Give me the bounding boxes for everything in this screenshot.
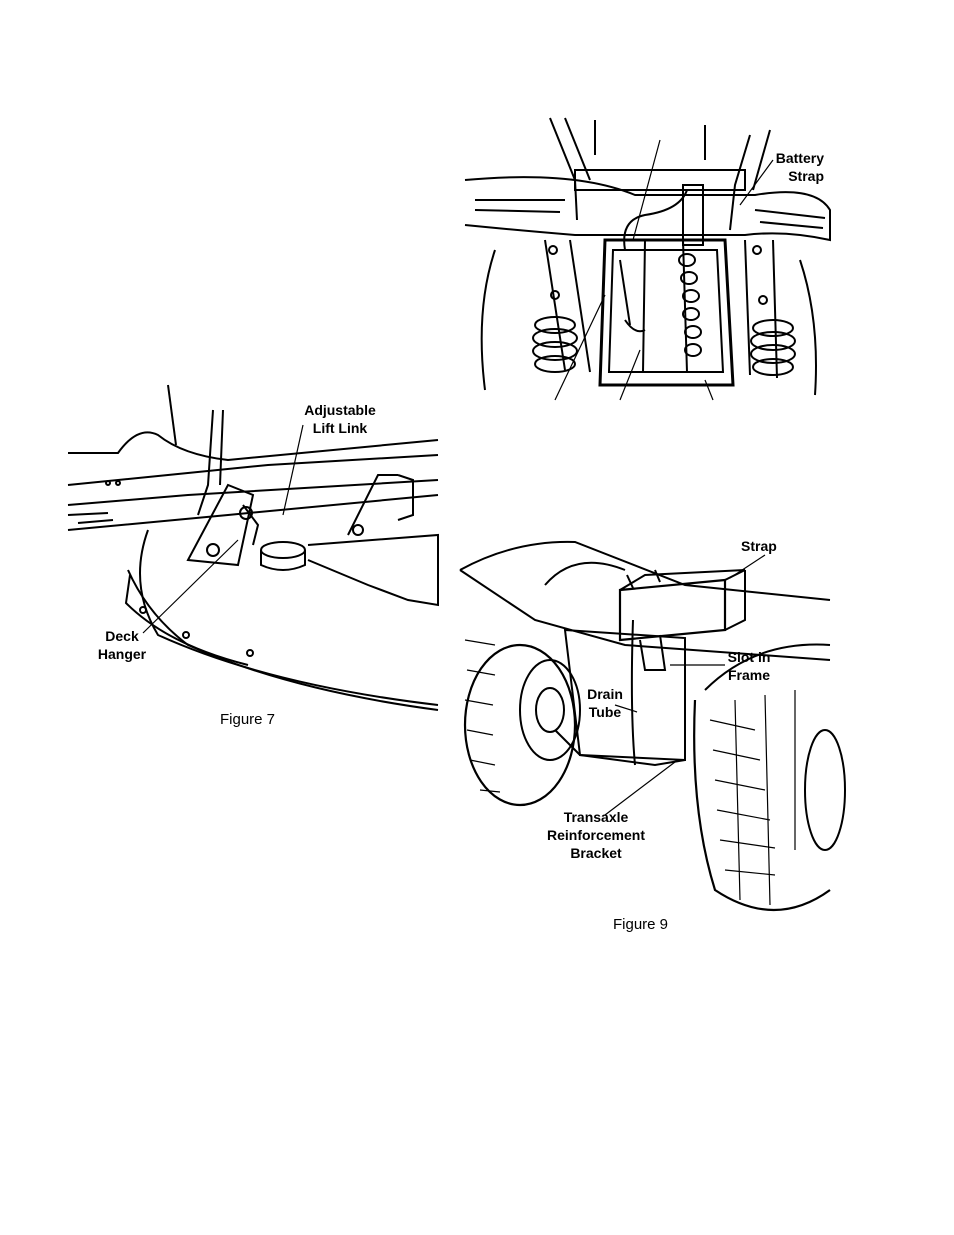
transaxle-bracket-label: Transaxle Reinforcement Bracket [540,808,652,862]
slot-in-frame-label: Slot in Frame [718,648,780,684]
figure-9-caption: Figure 9 [613,916,668,933]
battery-strap-label: Battery Strap [746,149,824,185]
adjustable-lift-link-label: Adjustable Lift Link [295,401,385,437]
drain-tube-label: Drain Tube [578,685,632,721]
deck-hanger-label: Deck Hanger [92,627,152,663]
figure-7-caption: Figure 7 [220,711,275,728]
strap-label: Strap [741,537,777,555]
